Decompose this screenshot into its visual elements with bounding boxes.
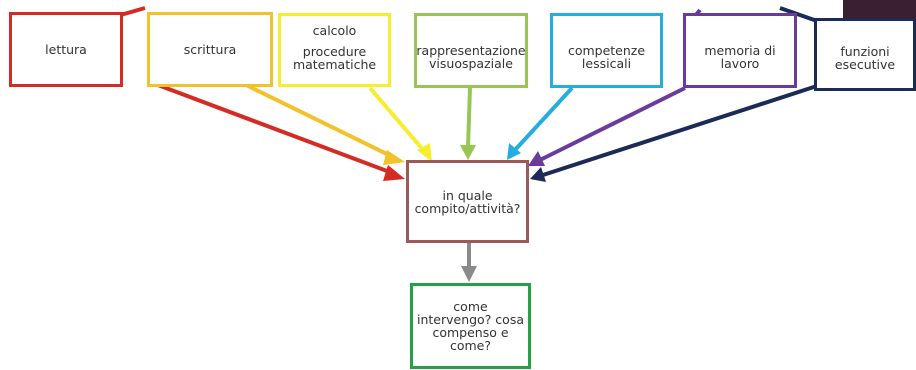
node-intervento: come intervengo? cosa compenso e come?	[410, 283, 531, 369]
node-scrittura: scrittura	[147, 12, 273, 87]
node-lessicali: competenze lessicali	[550, 13, 663, 88]
arrowhead-memoria	[528, 151, 545, 166]
node-intervento-label: come intervengo? cosa compenso e come?	[416, 299, 525, 353]
node-visuospaziale-label: rappresentazione visuospaziale	[416, 43, 526, 71]
node-calcolo-sub: procedure matematiche	[292, 44, 377, 72]
node-compito-label: in quale compito/attività?	[414, 187, 521, 216]
arrow-calcolo	[368, 86, 427, 154]
node-esecutive: funzioni esecutive	[814, 18, 916, 91]
arrow-scrittura	[239, 80, 396, 160]
node-lettura: lettura	[9, 12, 123, 87]
arrow-memoria	[539, 86, 686, 162]
node-esecutive-label: funzioni esecutive	[834, 44, 896, 72]
arrow-visuospaziale	[466, 87, 472, 149]
arrowhead-visuospaziale	[460, 145, 476, 160]
node-visuospaziale: rappresentazione visuospaziale	[414, 13, 528, 88]
corner-image	[843, 0, 916, 18]
node-compito: in quale compito/attività?	[406, 160, 529, 243]
node-calcolo-title: calcolo	[312, 23, 357, 38]
arrow-lessicali	[513, 86, 574, 152]
arrow-esecutive	[542, 83, 821, 177]
arrowhead-scrittura	[383, 150, 405, 165]
node-memoria-label: memoria di lavoro	[704, 43, 776, 71]
node-memoria: memoria di lavoro	[683, 13, 797, 88]
arrowhead-down	[461, 266, 477, 282]
arrow-lettura	[149, 80, 396, 176]
arrowhead-lettura	[383, 165, 405, 181]
node-calcolo: calcolo procedure matematiche	[278, 13, 391, 87]
connector-esecutive-top	[779, 6, 821, 24]
node-lessicali-label: competenze lessicali	[567, 43, 646, 71]
node-scrittura-label: scrittura	[183, 42, 237, 57]
node-lettura-label: lettura	[45, 42, 87, 57]
arrowhead-esecutive	[530, 167, 546, 182]
arrowhead-lessicali	[507, 143, 521, 160]
arrowhead-calcolo	[417, 143, 432, 162]
